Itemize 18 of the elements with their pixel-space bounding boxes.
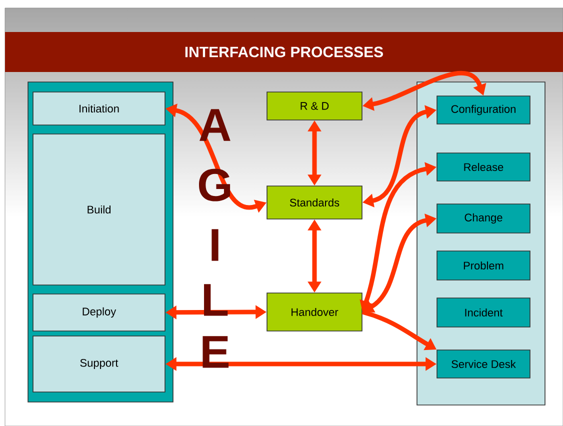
process-box: Build	[32, 134, 166, 286]
process-box: Handover	[266, 292, 362, 332]
letter: E	[202, 336, 229, 368]
process-box: Service Desk	[436, 350, 530, 378]
process-box: Release	[436, 152, 530, 182]
process-box: R & D	[266, 92, 362, 120]
process-box: Standards	[266, 186, 362, 220]
process-box: Change	[436, 204, 530, 234]
process-box: Initiation	[32, 92, 166, 126]
letter: A	[200, 109, 230, 141]
process-box: Incident	[436, 298, 530, 328]
process-box: Problem	[436, 250, 530, 280]
process-box: Support	[32, 336, 166, 392]
title-banner: INTERFACING PROCESSES	[5, 32, 563, 72]
letter: L	[204, 284, 228, 316]
process-box: Configuration	[436, 96, 530, 124]
letter: I	[212, 229, 218, 261]
process-box: Deploy	[32, 294, 166, 332]
